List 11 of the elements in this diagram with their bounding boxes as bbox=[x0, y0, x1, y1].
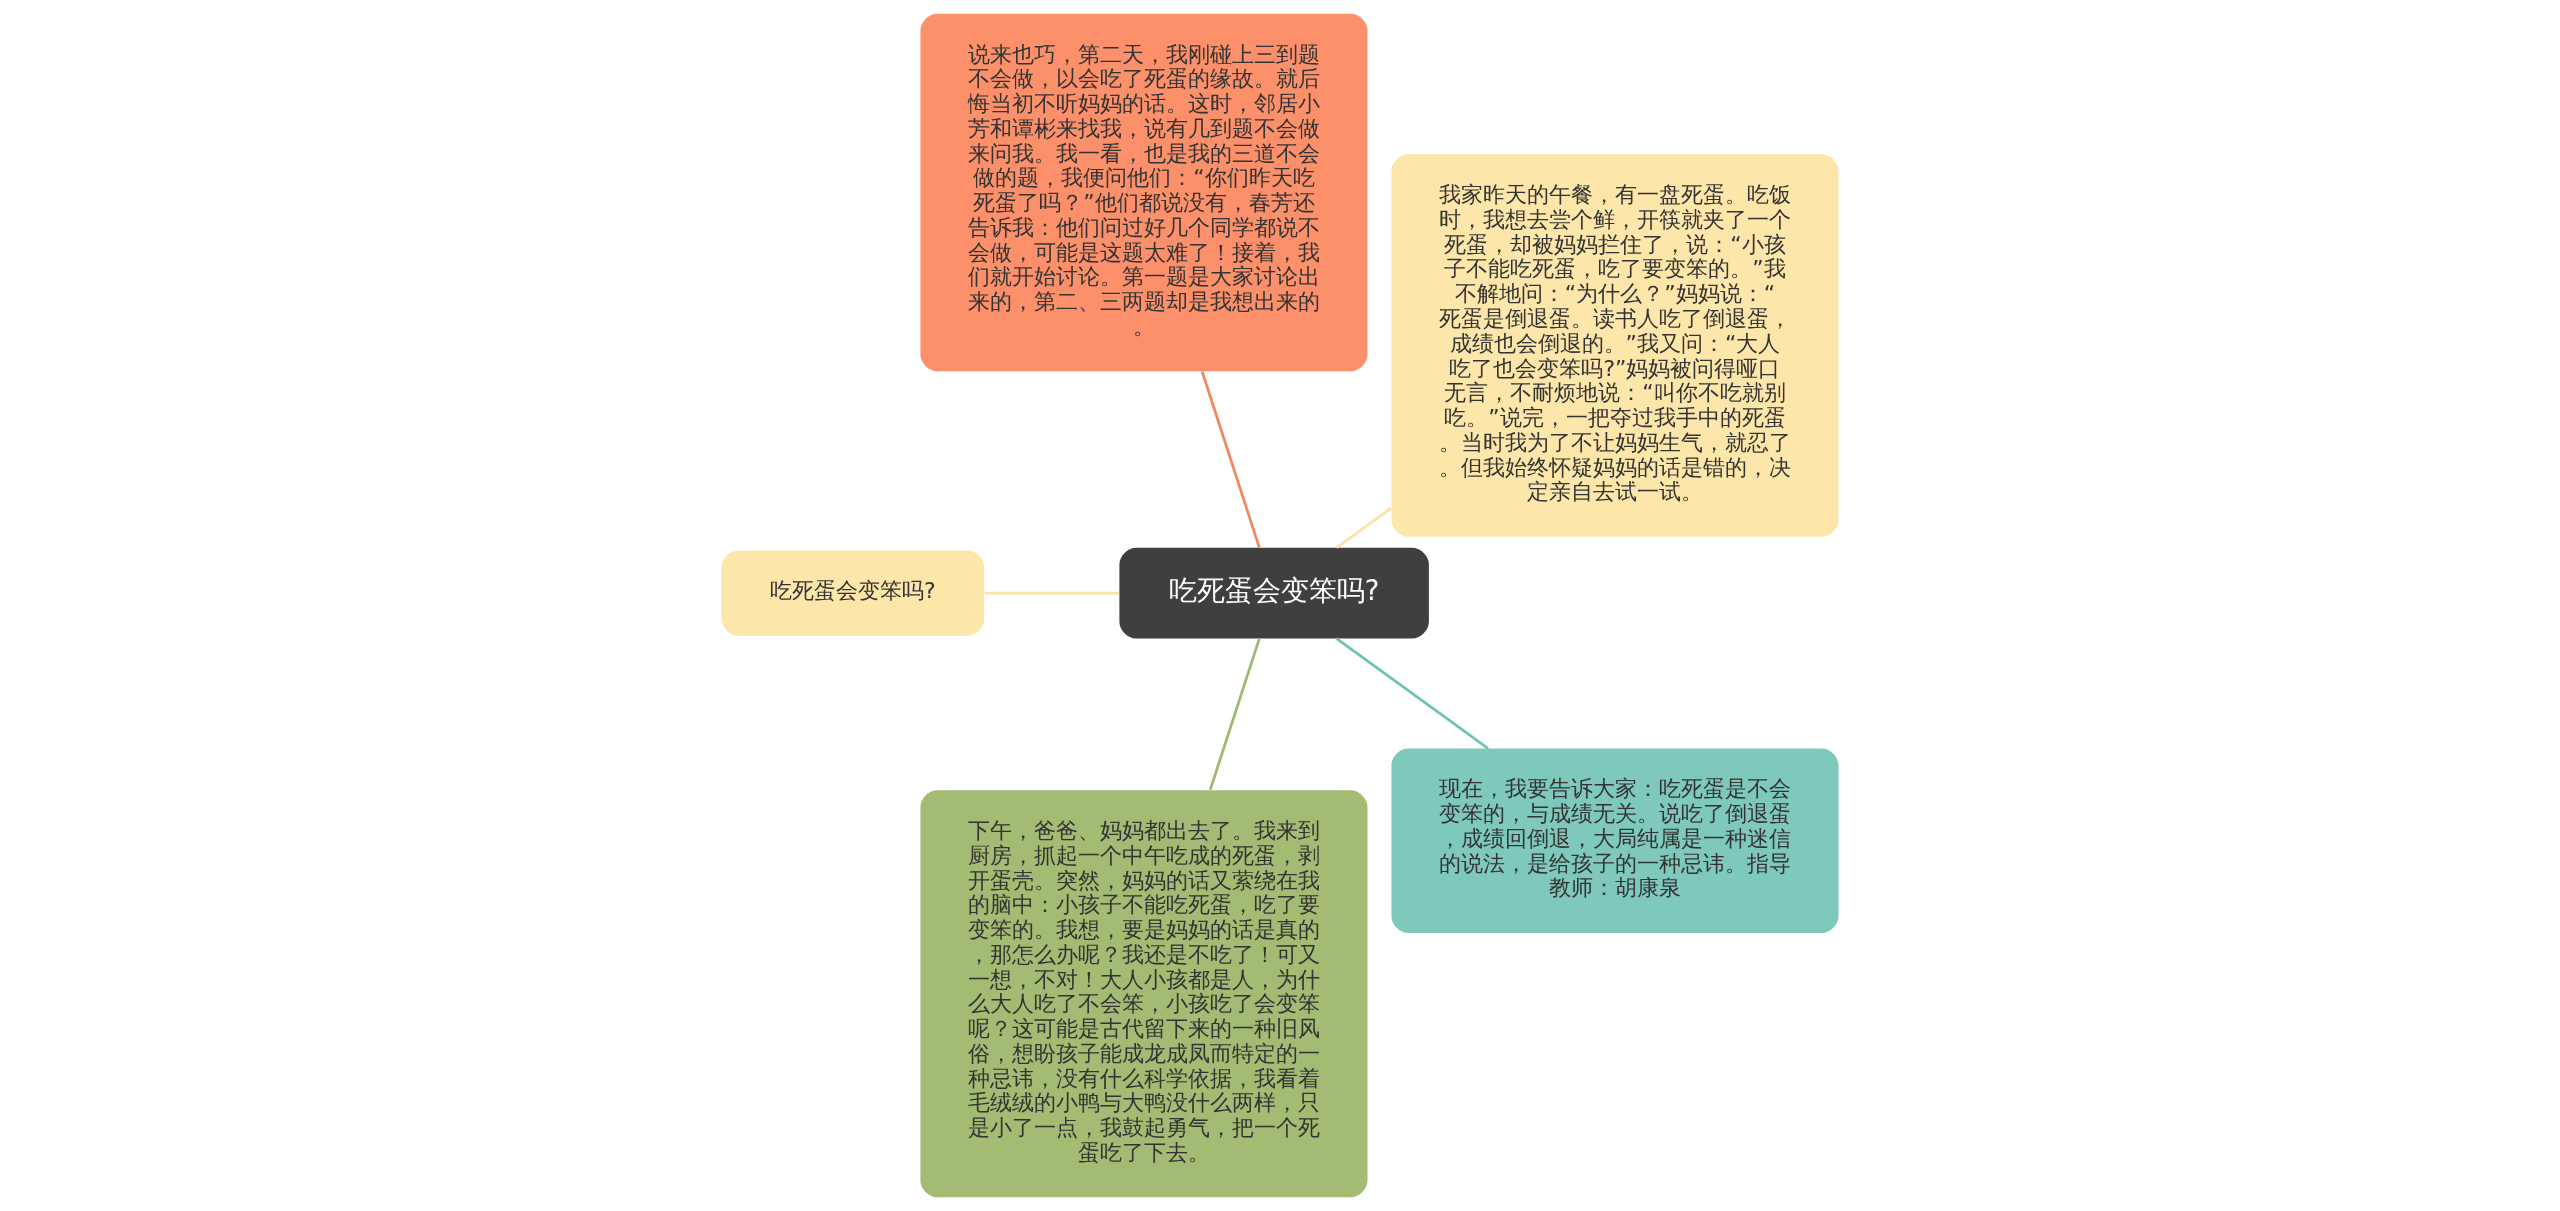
node-box: 说来也巧，第二天，我刚碰上三到题不会做，以会吃了死蛋的缘故。就后悔当初不听妈妈的话。这时，邻居小芳和谭彬来找我，说有几到题不会做来问我。我一看，也是我的三道不会做的题，我便问他们：“你们昨天吃死蛋了吗？”他们都说没有，春芳还告诉我：他们问过好几个同学都说不会做，可能是这题太难了！接着，我们就开始讨论。第一题是大家讨论出来的，第二、三两题却是我想出来的。 bbox=[920, 13, 1368, 372]
node-box: 吃死蛋会变笨吗? bbox=[721, 550, 985, 636]
node-box: 现在，我要告诉大家：吃死蛋是不会变笨的，与成绩无关。说吃了倒退蛋，成绩回倒退，大局纯属是一种迷信的说法，是给孩子的一种忌讳。指导教师：胡康泉 bbox=[1391, 748, 1839, 933]
node-box: 我家昨天的午餐，有一盘死蛋。吃饭时，我想去尝个鲜，开筷就夹了一个死蛋，却被妈妈拦住了，说：“小孩子不能吃死蛋，吃了要变笨的。”我不解地问：“为什么？”妈妈说：“死蛋是倒退蛋。读书人吃了倒退蛋，成绩也会倒退的。”我又问：“大人吃了也会变笨吗?”妈妈被问得哑口无言，不耐烦地说：“叫你不吃就别吃。”说完，一把夺过我手中的死蛋。当时我为了不让妈妈生气，就忍了。但我始终怀疑妈妈的话是错的，决定亲自去试一试。 bbox=[1391, 154, 1839, 537]
node-box: 吃死蛋会变笨吗? bbox=[1119, 547, 1429, 639]
connector bbox=[1335, 637, 1489, 750]
node-box: 下午，爸爸、妈妈都出去了。我来到厨房，抓起一个中午吃成的死蛋，剥开蛋壳。突然，妈妈的话又萦绕在我的脑中：小孩子不能吃死蛋，吃了要变笨的。我想，要是妈妈的话是真的，那怎么办呢？我还是不吃了！可又一想，不对！大人小孩都是人，为什么大人吃了不会笨，小孩吃了会变笨呢？这可能是古代留下来的一种旧风俗，想盼孩子能成龙成凤而特定的一种忌讳，没有什么科学依据，我看着毛绒绒的小鸭与大鸭没什么两样，只是小了一点，我鼓起勇气，把一个死蛋吃了下去。 bbox=[920, 790, 1368, 1198]
connector bbox=[1208, 638, 1261, 791]
connector bbox=[984, 591, 1120, 595]
connector bbox=[1335, 506, 1393, 549]
connector bbox=[1200, 371, 1261, 548]
